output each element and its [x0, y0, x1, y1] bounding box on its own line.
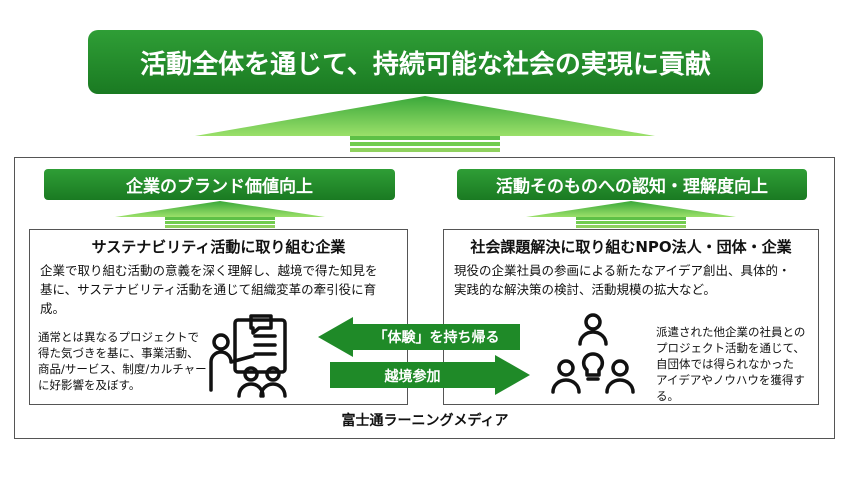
corporate-desc-line2: 基に、サステナビリティ活動を通じて組織変革の牽引役に育成。	[40, 282, 377, 316]
left-banner-text: 企業のブランド価値向上	[126, 177, 313, 197]
npo-box-title: 社会課題解決に取り組むNPO法人・団体・企業	[470, 238, 792, 256]
npo-note-line: 自団体では得られなかった	[656, 357, 794, 371]
corporate-note-line: 得た気づきを基に、事業活動、	[38, 346, 199, 360]
npo-desc-line1: 現役の企業社員の参画による新たなアイデア創出、具体的・	[454, 263, 791, 278]
corporate-note-line: に好影響を及ぼす。	[38, 378, 141, 392]
left-banner: 企業のブランド価値向上	[44, 169, 395, 200]
take-back-experience-label: 「体験」を持ち帰る	[373, 330, 500, 346]
top-banner: 活動全体を通じて、持続可能な社会の実現に貢献	[88, 30, 763, 94]
npo-note-line: アイデアやノウハウを獲得する。	[656, 373, 805, 403]
corporate-desc-line1: 企業で取り組む活動の意義を深く理解し、越境で得た知見を	[40, 263, 378, 278]
npo-note: 派遣された他企業の社員との プロジェクト活動を通じて、 自団体では得られなかった…	[656, 324, 821, 404]
npo-box-desc: 現役の企業社員の参画による新たなアイデア創出、具体的・ 実践的な解決策の検討、活…	[444, 257, 818, 299]
corporate-note-line: 商品/サービス、制度/カルチャー	[38, 362, 207, 376]
group-ideas-lightbulb-icon	[551, 313, 635, 394]
outer-frame	[14, 157, 835, 439]
right-banner: 活動そのものへの認知・理解度向上	[457, 169, 807, 200]
presenter-with-audience-icon	[209, 314, 287, 398]
npo-note-line: プロジェクト活動を通じて、	[656, 341, 805, 355]
corporate-box-title: サステナビリティ活動に取り組む企業	[91, 238, 346, 256]
right-banner-text: 活動そのものへの認知・理解度向上	[496, 177, 768, 197]
npo-desc-line2: 実践的な解決策の検討、活動規模の拡大など。	[454, 282, 716, 297]
top-banner-text: 活動全体を通じて、持続可能な社会の実現に貢献	[140, 49, 711, 80]
corporate-note-line: 通常とは異なるプロジェクトで	[38, 330, 199, 344]
cross-border-participation-label: 越境参加	[384, 369, 441, 385]
footer-label: 富士通ラーニングメディア	[341, 413, 509, 429]
corporate-note: 通常とは異なるプロジェクトで 得た気づきを基に、事業活動、 商品/サービス、制度…	[38, 329, 218, 393]
npo-note-line: 派遣された他企業の社員との	[656, 325, 806, 339]
corporate-box: サステナビリティ活動に取り組む企業 企業で取り組む活動の意義を深く理解し、越境で…	[29, 229, 408, 405]
corporate-box-desc: 企業で取り組む活動の意義を深く理解し、越境で得た知見を 基に、サステナビリティ活…	[30, 257, 407, 318]
